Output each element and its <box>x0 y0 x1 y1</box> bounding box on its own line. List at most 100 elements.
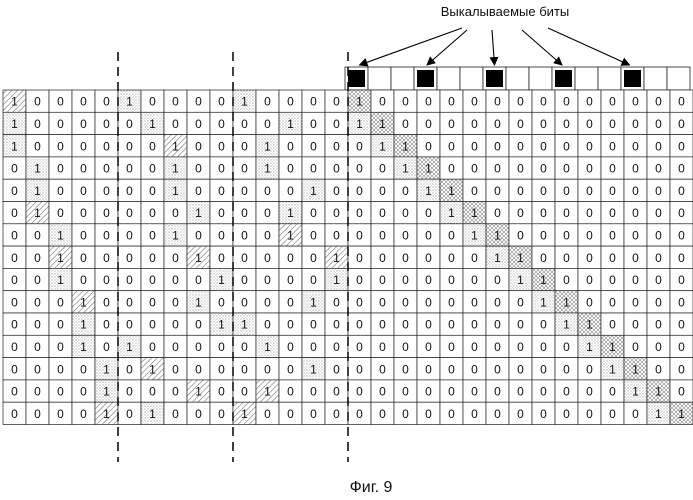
matrix-cell-value: 0 <box>609 385 616 399</box>
matrix-cell-value: 0 <box>126 251 133 265</box>
matrix-cell-value: 1 <box>287 228 294 242</box>
matrix-cell-value: 1 <box>356 117 363 131</box>
matrix-cell-value: 0 <box>172 385 179 399</box>
matrix-cell-value: 0 <box>333 206 340 220</box>
matrix-cell-value: 0 <box>356 228 363 242</box>
matrix-cell-value: 0 <box>540 385 547 399</box>
matrix-cell-value: 0 <box>126 385 133 399</box>
matrix-cell-value: 1 <box>333 273 340 287</box>
matrix-cell-value: 1 <box>356 95 363 109</box>
matrix-cell-value: 1 <box>57 251 64 265</box>
matrix-cell-value: 0 <box>264 117 271 131</box>
matrix-cell-value: 1 <box>195 206 202 220</box>
matrix-cell-value: 0 <box>241 117 248 131</box>
matrix-cell-value: 0 <box>310 206 317 220</box>
matrix-cell-value: 0 <box>678 385 685 399</box>
arrow <box>522 30 562 65</box>
matrix-cell-value: 0 <box>517 385 524 399</box>
matrix-cell-value: 0 <box>471 273 478 287</box>
puncture-slot <box>644 67 667 90</box>
matrix-cell-value: 0 <box>540 117 547 131</box>
matrix-cell-value: 0 <box>80 385 87 399</box>
matrix-cell-value: 0 <box>172 206 179 220</box>
matrix-cell-value: 0 <box>563 206 570 220</box>
matrix-cell-value: 1 <box>448 206 455 220</box>
matrix-cell-value: 0 <box>632 162 639 176</box>
matrix-cell-value: 0 <box>149 273 156 287</box>
matrix-cell-value: 0 <box>356 340 363 354</box>
matrix-cell-value: 0 <box>632 318 639 332</box>
matrix-cell-value: 1 <box>103 385 110 399</box>
matrix-cell-value: 0 <box>287 184 294 198</box>
matrix-cell-value: 1 <box>80 340 87 354</box>
matrix-cell-value: 0 <box>402 206 409 220</box>
matrix-cell-value: 0 <box>80 251 87 265</box>
matrix-cell-value: 0 <box>425 95 432 109</box>
matrix-cell-value: 0 <box>310 117 317 131</box>
matrix-cell-value: 0 <box>218 340 225 354</box>
matrix-cell-value: 0 <box>149 251 156 265</box>
matrix-cell-value: 0 <box>172 407 179 421</box>
matrix-cell-value: 1 <box>172 184 179 198</box>
matrix-cell-value: 0 <box>425 340 432 354</box>
matrix-cell-value: 0 <box>540 251 547 265</box>
matrix-cell-value: 0 <box>310 251 317 265</box>
matrix-cell-value: 0 <box>172 95 179 109</box>
matrix-cell-value: 0 <box>494 273 501 287</box>
matrix-cell-value: 1 <box>425 162 432 176</box>
matrix-cell-value: 0 <box>563 407 570 421</box>
matrix-cell-value: 0 <box>287 318 294 332</box>
matrix-cell-value: 0 <box>540 95 547 109</box>
matrix-cell-value: 0 <box>425 228 432 242</box>
matrix-cell-value: 0 <box>356 139 363 153</box>
matrix-cell-value: 1 <box>241 95 248 109</box>
matrix-cell-value: 0 <box>471 295 478 309</box>
matrix-cell-value: 0 <box>241 228 248 242</box>
matrix-cell-value: 0 <box>471 139 478 153</box>
matrix-cell-value: 1 <box>609 362 616 376</box>
matrix-cell-value: 0 <box>540 340 547 354</box>
matrix-cell-value: 0 <box>471 318 478 332</box>
matrix-cell-value: 0 <box>126 139 133 153</box>
matrix-cell-value: 0 <box>126 318 133 332</box>
matrix-cell-value: 1 <box>586 318 593 332</box>
matrix-cell-value: 0 <box>103 162 110 176</box>
matrix-cell-value: 0 <box>609 184 616 198</box>
matrix-cell-value: 0 <box>586 117 593 131</box>
matrix-cell-value: 1 <box>609 340 616 354</box>
matrix-cell-value: 0 <box>425 362 432 376</box>
matrix-cell-value: 0 <box>425 251 432 265</box>
matrix-cell-value: 0 <box>494 295 501 309</box>
matrix-cell-value: 0 <box>402 95 409 109</box>
matrix-cell-value: 0 <box>609 407 616 421</box>
matrix-cell-value: 1 <box>11 117 18 131</box>
matrix-cell-value: 0 <box>149 206 156 220</box>
matrix-cell-value: 0 <box>609 228 616 242</box>
matrix-cell-value: 1 <box>218 273 225 287</box>
matrix-cell-value: 0 <box>310 318 317 332</box>
matrix-cell-value: 0 <box>172 295 179 309</box>
matrix-cell-value: 0 <box>379 162 386 176</box>
matrix-cell-value: 0 <box>11 206 18 220</box>
matrix-cell-value: 1 <box>149 117 156 131</box>
matrix-cell-value: 0 <box>356 295 363 309</box>
matrix-cell-value: 0 <box>402 117 409 131</box>
matrix-cell-value: 1 <box>218 318 225 332</box>
matrix-cell-value: 1 <box>264 385 271 399</box>
matrix-cell-value: 1 <box>57 273 64 287</box>
matrix-cell-value: 1 <box>195 385 202 399</box>
matrix-cell-value: 0 <box>287 295 294 309</box>
matrix-cell-value: 0 <box>517 162 524 176</box>
matrix-cell-value: 1 <box>149 362 156 376</box>
matrix-cell-value: 0 <box>11 340 18 354</box>
matrix-cell-value: 0 <box>563 385 570 399</box>
matrix-cell-value: 0 <box>103 295 110 309</box>
matrix-cell-value: 0 <box>310 340 317 354</box>
matrix-cell-value: 0 <box>287 407 294 421</box>
matrix-cell-value: 1 <box>471 228 478 242</box>
matrix-cell-value: 0 <box>494 340 501 354</box>
matrix-cell-value: 0 <box>586 162 593 176</box>
matrix-cell-value: 0 <box>494 95 501 109</box>
matrix-cell-value: 1 <box>34 162 41 176</box>
matrix-cell-value: 0 <box>609 295 616 309</box>
